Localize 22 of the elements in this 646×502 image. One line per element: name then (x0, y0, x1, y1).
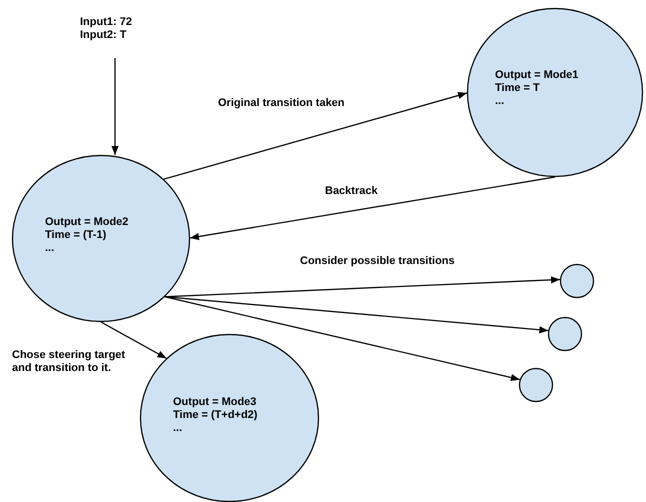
state-text: Output = Mode2 (45, 216, 128, 229)
state-text: ... (45, 242, 56, 255)
state-text: Time = T (495, 82, 541, 95)
state-text: ... (495, 95, 506, 108)
state-text: ... (173, 422, 184, 435)
state-text: Time = (T+d+d2) (173, 409, 258, 422)
state-text: Time = (T-1) (45, 229, 108, 242)
state-text: Output = Mode3 (173, 396, 258, 409)
edge-label: Chose steering target and transition to it. (12, 349, 126, 375)
edge-label: Original transition taken (218, 97, 345, 110)
arrow (164, 296, 548, 334)
arrow (164, 92, 468, 180)
arrow (164, 276, 560, 298)
edge-label: Backtrack (325, 185, 378, 198)
note-text: Consider possible transitions (300, 255, 455, 268)
arrow (190, 176, 556, 240)
input-text: Input1: 72 (80, 16, 132, 29)
arrow (100, 321, 167, 359)
input-text: Input2: T (80, 29, 128, 42)
arrow (164, 296, 520, 382)
arrow (111, 58, 119, 155)
state-text: Output = Mode1 (495, 69, 578, 82)
